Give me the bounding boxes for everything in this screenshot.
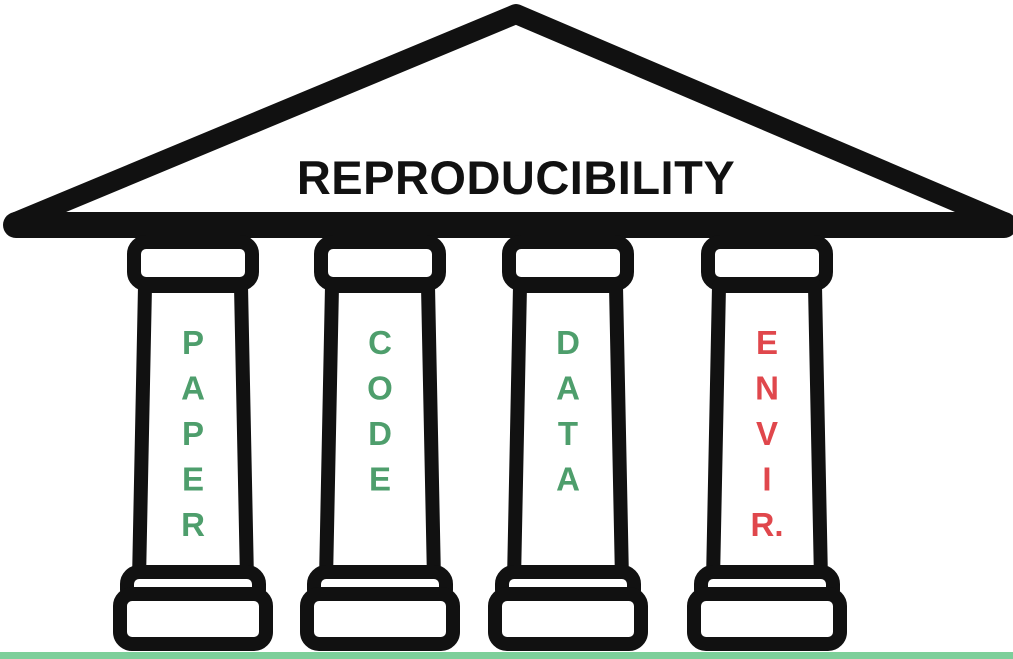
pillar-letter: N [755, 370, 779, 407]
pillar-letter: O [367, 370, 393, 407]
pillar-base [113, 587, 273, 651]
pillar-letter: D [368, 415, 392, 452]
pillar-letter: A [556, 370, 580, 407]
pillar-letter: E [182, 461, 204, 498]
pillar-letter: R. [751, 506, 784, 543]
pillar-capital [314, 235, 446, 291]
pillar-letter: I [762, 461, 771, 498]
pillar-base [488, 587, 648, 651]
pillar-letter: D [556, 324, 580, 361]
pillar-letter: E [369, 461, 391, 498]
pillar-letter: C [368, 324, 392, 361]
roof: REPRODUCIBILITY [3, 4, 1013, 238]
pillar-base [300, 587, 460, 651]
pillar-base [687, 587, 847, 651]
roof-title: REPRODUCIBILITY [297, 151, 735, 204]
ground-line [0, 652, 1013, 659]
pillar-letter: P [182, 324, 204, 361]
pillar-letter: P [182, 415, 204, 452]
pillar-letter: E [756, 324, 778, 361]
pillar-letter: A [556, 461, 580, 498]
pillar-letter: V [756, 415, 778, 452]
pillar-letter: T [558, 415, 578, 452]
pillar-capital [127, 235, 259, 291]
pillar-letter: R [181, 506, 205, 543]
pillar-capital [701, 235, 833, 291]
pillar-capital [502, 235, 634, 291]
pillar-letter: A [181, 370, 205, 407]
